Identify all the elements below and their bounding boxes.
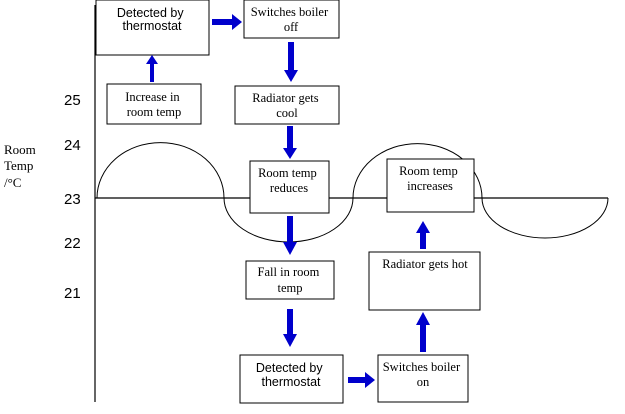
box-text-line: Switches boiler (251, 5, 329, 19)
box-text-line: temp (278, 281, 303, 295)
box-temp-reduces: Room temp reduces (249, 160, 330, 214)
box-boiler-on: Switches boiler on (377, 354, 469, 403)
box-boiler-off: Switches boiler off (243, 0, 340, 39)
box-text-line: Increase in (125, 90, 180, 104)
svg-text:Fall in room temp: Fall in room temp (258, 265, 323, 295)
svg-text:Radiator gets hot: Radiator gets hot (382, 257, 468, 271)
box-text-line: on (417, 375, 430, 389)
svg-text:Room temp increases: Room temp increases (399, 164, 461, 193)
box-text-line: cool (276, 106, 298, 120)
y-axis-label: Room Temp /°C (4, 142, 39, 190)
arrow-up-icon (416, 221, 430, 249)
y-axis-label-line: Temp (4, 158, 33, 173)
arrow-down-icon (283, 309, 297, 347)
temperature-wave (96, 142, 609, 243)
arrow-up-icon (146, 55, 158, 82)
tick-label-22: 22 (64, 235, 81, 252)
box-text-line: thermostat (122, 19, 182, 33)
arrow-right-icon (212, 14, 242, 30)
arrow-down-icon (283, 126, 297, 159)
tick-label-21: 21 (64, 285, 81, 302)
svg-text:Detected by thermostat: Detected by thermostat (256, 361, 326, 389)
y-axis-label-line: Room (4, 142, 36, 157)
box-text-line: thermostat (261, 375, 321, 389)
box-temp-increases: Room temp increases (386, 158, 475, 213)
box-detected-top: Detected by thermostat (95, 0, 210, 56)
svg-text:Switches boiler on: Switches boiler on (383, 360, 464, 389)
box-text-line: Detected by (117, 6, 184, 20)
svg-text:Room temp reduces: Room temp reduces (258, 166, 320, 195)
box-text-line: reduces (270, 181, 308, 195)
box-detected-bottom: Detected by thermostat (239, 354, 344, 404)
box-text-line: Radiator gets (252, 91, 318, 105)
box-text-line: Switches boiler (383, 360, 461, 374)
box-increase-temp: Increase in room temp (106, 83, 202, 125)
svg-text:Detected by thermostat: Detected by thermostat (117, 6, 187, 33)
arrow-up-icon (416, 312, 430, 352)
box-radiator-cool: Radiator gets cool (234, 85, 340, 125)
box-fall-temp: Fall in room temp (245, 260, 335, 300)
box-text-line: Radiator gets hot (382, 257, 468, 271)
arrow-right-icon (348, 372, 375, 388)
y-axis-label-line: /°C (4, 175, 21, 190)
box-text-line: room temp (127, 105, 182, 119)
box-radiator-hot: Radiator gets hot (368, 251, 481, 311)
arrow-down-icon (284, 42, 298, 82)
box-text-line: Room temp (399, 164, 458, 178)
tick-label-24: 24 (64, 137, 81, 154)
svg-text:Increase in room temp: Increase in room temp (125, 90, 183, 119)
tick-label-25: 25 (64, 92, 81, 109)
svg-text:Switches boiler off: Switches boiler off (251, 5, 332, 34)
box-text-line: Detected by (256, 361, 323, 375)
arrow-down-icon (283, 216, 297, 255)
tick-label-23: 23 (64, 191, 81, 208)
svg-text:Radiator gets cool: Radiator gets cool (252, 91, 321, 120)
box-text-line: Room temp (258, 166, 317, 180)
box-text-line: Fall in room (258, 265, 320, 279)
box-text-line: off (284, 20, 299, 34)
box-text-line: increases (407, 179, 453, 193)
